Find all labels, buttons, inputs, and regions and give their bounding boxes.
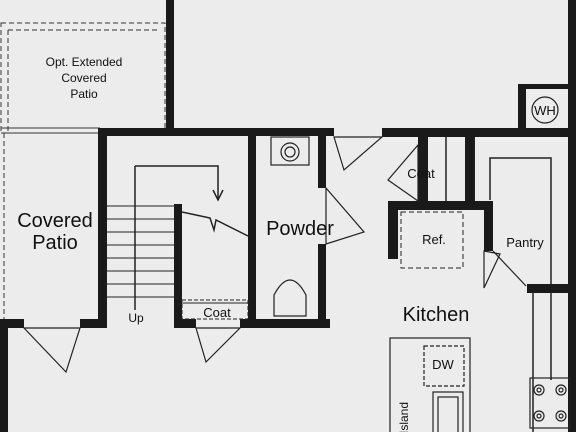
stairs <box>107 165 249 320</box>
stair-up-label: Up <box>128 311 144 325</box>
opt-patio-label-line3: Patio <box>70 87 98 101</box>
refrigerator-label: Ref. <box>422 232 446 247</box>
wall-kitchen-top <box>382 128 576 137</box>
powder-fixtures <box>270 136 310 317</box>
water-heater-fixture <box>531 96 559 124</box>
coat-upper-label: Coat <box>407 166 435 181</box>
wall-powder-right-lower <box>318 244 326 328</box>
wall-coat-bottom-left <box>174 319 196 328</box>
wall-right <box>568 0 576 432</box>
wall-stair-center <box>174 204 182 328</box>
covered-patio-label-line2: Patio <box>32 232 78 254</box>
wall-powder-left <box>248 128 256 328</box>
wall-ref-top <box>388 201 493 210</box>
wall-top-left-vertical <box>166 0 174 135</box>
wall-pantry-bottom <box>527 284 572 293</box>
wall-stair-bottom-left <box>80 319 107 328</box>
water-heater-label: WH <box>534 103 556 118</box>
covered-patio-label-line1: Covered <box>17 210 93 232</box>
wall-pantry-left <box>484 201 493 251</box>
wall-stair-left <box>98 128 107 328</box>
sink-cabinet <box>270 136 310 166</box>
wall-wh-top <box>518 84 568 89</box>
range-cooktop <box>529 377 571 429</box>
doors <box>22 136 527 374</box>
opt-patio-label-line2: Covered <box>61 71 106 85</box>
wall-upper-horizontal <box>98 128 334 136</box>
kitchen-label: Kitchen <box>403 304 470 326</box>
wall-patio-bottom-left <box>0 319 24 328</box>
coat-lower-label: Coat <box>203 305 231 320</box>
wall-powder-bottom <box>240 319 330 328</box>
partitions <box>445 137 552 432</box>
dishwasher-outline <box>423 345 465 387</box>
wall-wh-left <box>518 84 526 134</box>
toilet-icon <box>273 279 307 317</box>
island-sink <box>432 391 464 432</box>
wall-coat-right <box>465 128 475 208</box>
opt-patio-label-line1: Opt. Extended <box>46 55 123 69</box>
refrigerator-outline <box>400 211 464 269</box>
powder-label: Powder <box>266 218 334 240</box>
kitchen-island <box>389 337 471 432</box>
dishwasher-label: DW <box>432 357 454 372</box>
wall-left-lower <box>0 319 8 432</box>
wall-coat-left <box>418 128 428 208</box>
wall-powder-right-upper <box>318 128 326 188</box>
pantry-label: Pantry <box>506 235 544 250</box>
wall-ref-left <box>388 201 398 259</box>
covered-patio-outline <box>1 127 100 320</box>
sink-icon <box>280 142 300 162</box>
labels: Opt. Extended Covered Patio Covered Pati… <box>17 55 556 432</box>
island-label: Island <box>397 402 411 432</box>
